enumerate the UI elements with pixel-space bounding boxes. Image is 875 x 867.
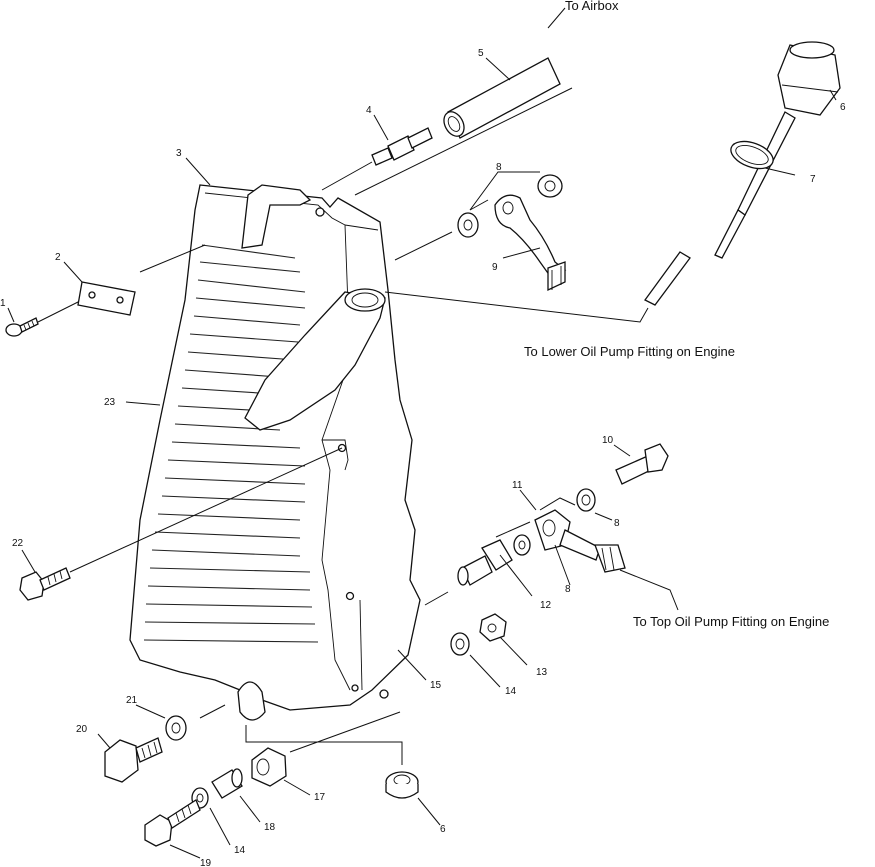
callout-22: 22 bbox=[12, 538, 24, 549]
fitting-part-4 bbox=[371, 127, 433, 166]
callout-6b: 6 bbox=[440, 824, 446, 835]
callout-4: 4 bbox=[366, 105, 372, 116]
callout-2: 2 bbox=[55, 252, 61, 263]
callout-8a: 8 bbox=[496, 162, 502, 173]
sleeve-part-18 bbox=[211, 768, 243, 799]
callout-17: 17 bbox=[314, 792, 326, 803]
callout-1: 1 bbox=[0, 298, 6, 309]
callout-19: 19 bbox=[200, 858, 212, 867]
grommet-part-17 bbox=[251, 747, 287, 787]
callout-6: 6 bbox=[840, 102, 846, 113]
callout-23: 23 bbox=[104, 397, 116, 408]
callout-12: 12 bbox=[540, 600, 552, 611]
note-to-airbox: To Airbox bbox=[565, 0, 619, 13]
tank-fins bbox=[143, 244, 319, 643]
callout-14a: 14 bbox=[505, 686, 517, 697]
grommet-part-6b bbox=[385, 771, 419, 799]
callout-8c: 8 bbox=[565, 584, 571, 595]
callout-13: 13 bbox=[536, 667, 548, 678]
o-ring-part-7 bbox=[730, 140, 774, 170]
hose-part-5 bbox=[443, 57, 561, 139]
banjo-fitting-part-11 bbox=[513, 443, 669, 573]
bolt-part-22 bbox=[19, 567, 71, 601]
callout-8b: 8 bbox=[614, 518, 620, 529]
callout-15: 15 bbox=[430, 680, 442, 691]
oil-tank bbox=[129, 184, 421, 721]
screw-part-19 bbox=[144, 799, 201, 847]
washer-part-14 bbox=[450, 632, 470, 656]
callout-5: 5 bbox=[478, 48, 484, 59]
note-to-lower-pump: To Lower Oil Pump Fitting on Engine bbox=[524, 344, 735, 359]
callout-3: 3 bbox=[176, 148, 182, 159]
notes: To Airbox To Lower Oil Pump Fitting on E… bbox=[524, 0, 829, 629]
filler-neck bbox=[244, 288, 386, 431]
callout-10: 10 bbox=[602, 435, 614, 446]
callout-14b: 14 bbox=[234, 845, 246, 856]
fitting-part-12 bbox=[457, 539, 513, 586]
bolt-part-20 bbox=[104, 737, 163, 783]
screw-part-1 bbox=[5, 317, 39, 337]
callout-18: 18 bbox=[264, 822, 276, 833]
callout-numbers: 1 2 3 4 5 6 7 8 9 10 11 8 8 12 13 14 15 … bbox=[0, 48, 846, 867]
callout-11: 11 bbox=[512, 480, 523, 491]
leader-lines bbox=[7, 7, 837, 859]
callout-20: 20 bbox=[76, 724, 88, 735]
washer-part-21 bbox=[165, 715, 187, 741]
nut-part-13 bbox=[479, 613, 507, 642]
callout-9: 9 bbox=[492, 262, 498, 273]
note-to-top-pump: To Top Oil Pump Fitting on Engine bbox=[633, 614, 829, 629]
plate-part-2 bbox=[77, 281, 136, 316]
callout-21: 21 bbox=[126, 695, 138, 706]
callout-7: 7 bbox=[810, 174, 816, 185]
banjo-fitting-part-9 bbox=[457, 174, 567, 292]
